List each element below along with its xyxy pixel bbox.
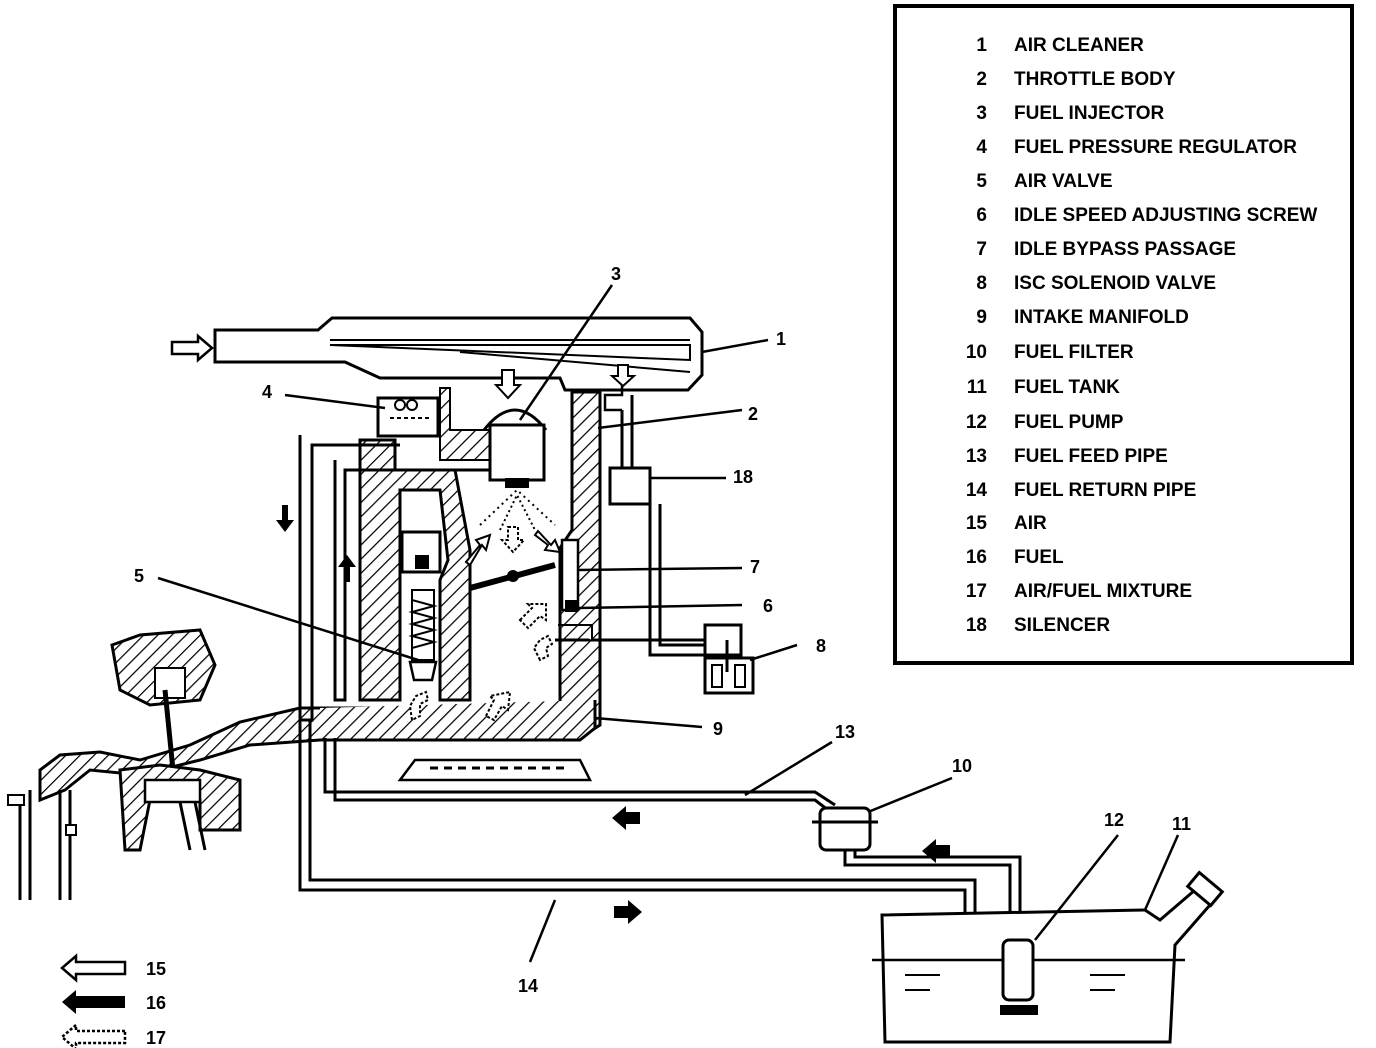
legend-item-label: ISC SOLENOID VALVE (1014, 273, 1216, 294)
callout-11: 11 (1172, 814, 1191, 834)
callout-13: 13 (835, 722, 855, 742)
fuel-pressure-regulator (376, 396, 440, 438)
isc-solenoid-valve (703, 623, 755, 695)
engine-cylinder (7, 628, 242, 900)
air-flow-arrows (464, 364, 637, 567)
fuel-feed-pipe (323, 738, 1022, 940)
mixture-key-number: 17 (146, 1028, 166, 1048)
legend-item-number: 9 (976, 307, 987, 328)
fuel-pump (1000, 938, 1038, 1015)
legend-item-label: AIR CLEANER (1014, 35, 1144, 56)
legend-item-number: 12 (965, 412, 987, 433)
callout-14: 14 (518, 976, 538, 996)
air-inlet-arrow (170, 333, 214, 363)
legend-item-label: THROTTLE BODY (1014, 69, 1176, 90)
callout-numbers: 1 2 3 4 5 6 7 8 9 10 11 12 13 14 18 (134, 264, 1191, 996)
legend-item-number: 4 (976, 137, 987, 158)
legend-item-label: AIR (1014, 513, 1047, 534)
legend-item-label: AIR/FUEL MIXTURE (1014, 581, 1193, 602)
legend-item-number: 2 (976, 69, 987, 90)
legend-item-label: FUEL PRESSURE REGULATOR (1014, 137, 1297, 158)
callout-8: 8 (816, 636, 826, 656)
fuel-return-pipe (298, 720, 977, 970)
legend-item-label: FUEL PUMP (1014, 412, 1124, 433)
legend-item-label: FUEL (1014, 547, 1064, 568)
legend-item-label: IDLE BYPASS PASSAGE (1014, 239, 1237, 260)
legend-item-label: AIR VALVE (1014, 171, 1113, 192)
legend-item-label: FUEL FILTER (1014, 342, 1134, 363)
legend-item-number: 17 (965, 581, 987, 602)
leader-lines (157, 284, 1180, 963)
air-valve (400, 530, 442, 682)
legend-item-number: 18 (965, 615, 987, 636)
legend-item-number: 15 (965, 513, 987, 534)
fuel-key-number: 16 (146, 993, 166, 1013)
intake-manifold (38, 387, 602, 803)
legend-item-label: SILENCER (1014, 615, 1111, 636)
legend-item-number: 16 (965, 547, 987, 568)
legend-item-number: 14 (965, 480, 987, 501)
legend-item-number: 13 (965, 446, 987, 467)
callout-12: 12 (1104, 810, 1124, 830)
legend-item-label: FUEL FEED PIPE (1014, 446, 1168, 467)
legend-item-number: 3 (976, 103, 987, 124)
fuel-filter (812, 806, 878, 852)
legend-item-number: 6 (976, 205, 987, 226)
legend-item-number: 7 (976, 239, 987, 260)
fuel-tank (872, 870, 1225, 1044)
legend: 1 AIR CLEANER 2 THROTTLE BODY 3 FUEL INJECTOR… (893, 4, 1354, 665)
legend-item-label: IDLE SPEED ADJUSTING SCREW (1014, 205, 1318, 226)
legend-item-number: 1 (976, 35, 987, 56)
callout-1: 1 (776, 329, 786, 349)
legend-item-label: INTAKE MANIFOLD (1014, 307, 1189, 328)
air-key-number: 15 (146, 959, 166, 979)
legend-item-number: 5 (976, 171, 987, 192)
callout-9: 9 (713, 719, 723, 739)
air-cleaner (213, 316, 704, 392)
legend-item-number: 11 (966, 377, 987, 398)
callout-6: 6 (763, 596, 773, 616)
callout-4: 4 (262, 382, 272, 402)
fuel-injector (479, 408, 556, 531)
fuel-flow-arrows (276, 505, 950, 924)
mixture-key-arrow (60, 1022, 127, 1048)
callout-7: 7 (750, 557, 760, 577)
legend-item-number: 10 (965, 342, 987, 363)
callout-18: 18 (733, 467, 753, 487)
idle-bypass-passage (560, 538, 580, 612)
throttle-valve (469, 562, 556, 591)
callout-2: 2 (748, 404, 758, 424)
legend-item-label: FUEL INJECTOR (1014, 103, 1165, 124)
silencer (555, 370, 715, 657)
flow-key: 15 16 17 (60, 953, 166, 1048)
callout-3: 3 (611, 264, 621, 284)
legend-item-number: 8 (976, 273, 987, 294)
air-key-arrow (60, 953, 127, 983)
legend-item-label: FUEL RETURN PIPE (1014, 480, 1197, 501)
callout-10: 10 (952, 756, 972, 776)
legend-item-label: FUEL TANK (1014, 377, 1120, 398)
callout-5: 5 (134, 566, 144, 586)
fuel-key-arrow (62, 990, 125, 1014)
mixture-flow-arrows (408, 526, 554, 722)
